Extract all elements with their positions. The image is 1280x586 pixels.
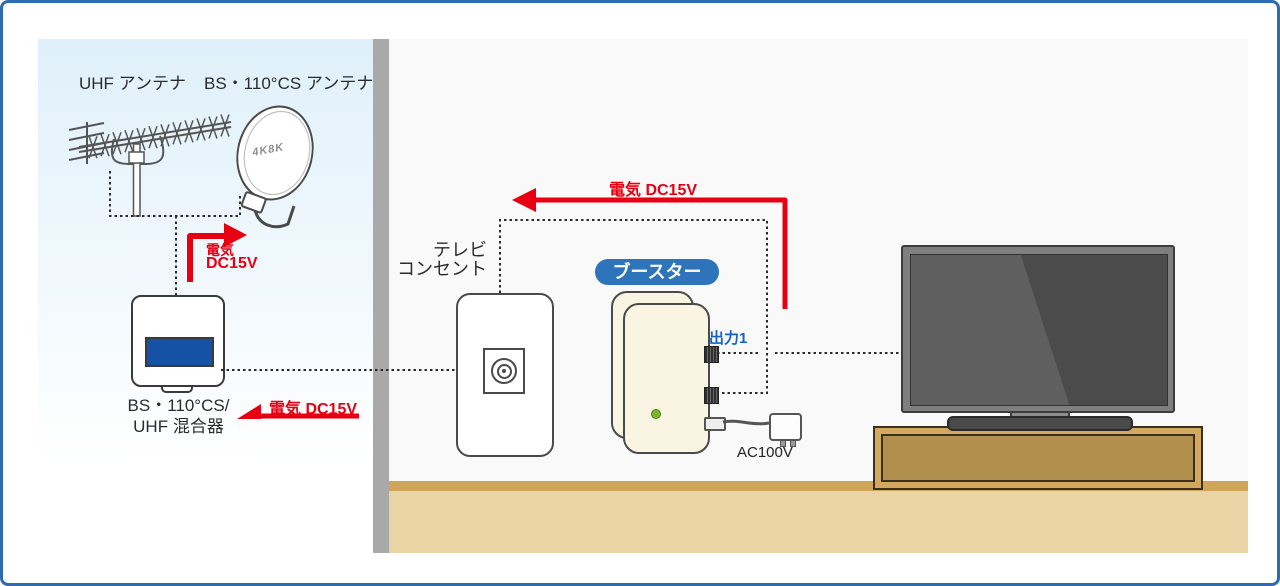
tv-cabinet bbox=[873, 426, 1203, 490]
wall-divider bbox=[373, 39, 389, 553]
mixer-blue-panel bbox=[145, 337, 214, 367]
output1-label: 出力1 bbox=[709, 330, 748, 347]
tv-outlet-label: テレビ コンセント bbox=[397, 241, 487, 279]
tv-stand-base bbox=[947, 416, 1133, 431]
mixer-bottom-tab bbox=[161, 383, 193, 393]
dc-power-label-mixer: 電気 DC15V bbox=[269, 401, 358, 418]
dc-power-voltage: DC15V bbox=[206, 255, 258, 272]
coax-ring-inner bbox=[496, 363, 512, 379]
dc-power-label-top: 電気 DC15V bbox=[609, 182, 698, 199]
floor bbox=[389, 491, 1248, 553]
floor-baseboard bbox=[389, 481, 1248, 491]
booster-device bbox=[623, 303, 710, 454]
coax-pin bbox=[502, 369, 506, 373]
booster-output-terminal bbox=[704, 346, 719, 363]
uhf-antenna-label: UHF アンテナ bbox=[79, 74, 186, 93]
booster-input-terminal bbox=[704, 387, 719, 404]
mixer-device bbox=[131, 295, 225, 387]
ac-adapter bbox=[769, 413, 802, 441]
ac100v-label: AC100V bbox=[737, 444, 793, 461]
coax-connector bbox=[483, 348, 525, 394]
power-cord-connector bbox=[704, 417, 726, 431]
tv-outlet-label-line2: コンセント bbox=[397, 259, 487, 279]
mixer-label-line2: UHF 混合器 bbox=[133, 417, 224, 436]
mixer-label: BS・110°CS/ UHF 混合器 bbox=[121, 395, 236, 437]
tv-outlet-label-line1: テレビ bbox=[433, 240, 487, 260]
booster-label-pill: ブースター bbox=[595, 259, 719, 285]
tv-wall-outlet bbox=[456, 293, 554, 457]
tv-cabinet-panel bbox=[881, 434, 1195, 482]
coax-ring-outer bbox=[491, 358, 517, 384]
television bbox=[901, 245, 1175, 413]
bs-antenna-label: BS・110°CS アンテナ bbox=[204, 74, 374, 93]
power-led bbox=[651, 409, 661, 419]
mixer-label-line1: BS・110°CS/ bbox=[127, 396, 230, 415]
tv-screen bbox=[910, 254, 1168, 406]
dc-power-label-antenna: 電気 DC15V bbox=[206, 243, 258, 272]
